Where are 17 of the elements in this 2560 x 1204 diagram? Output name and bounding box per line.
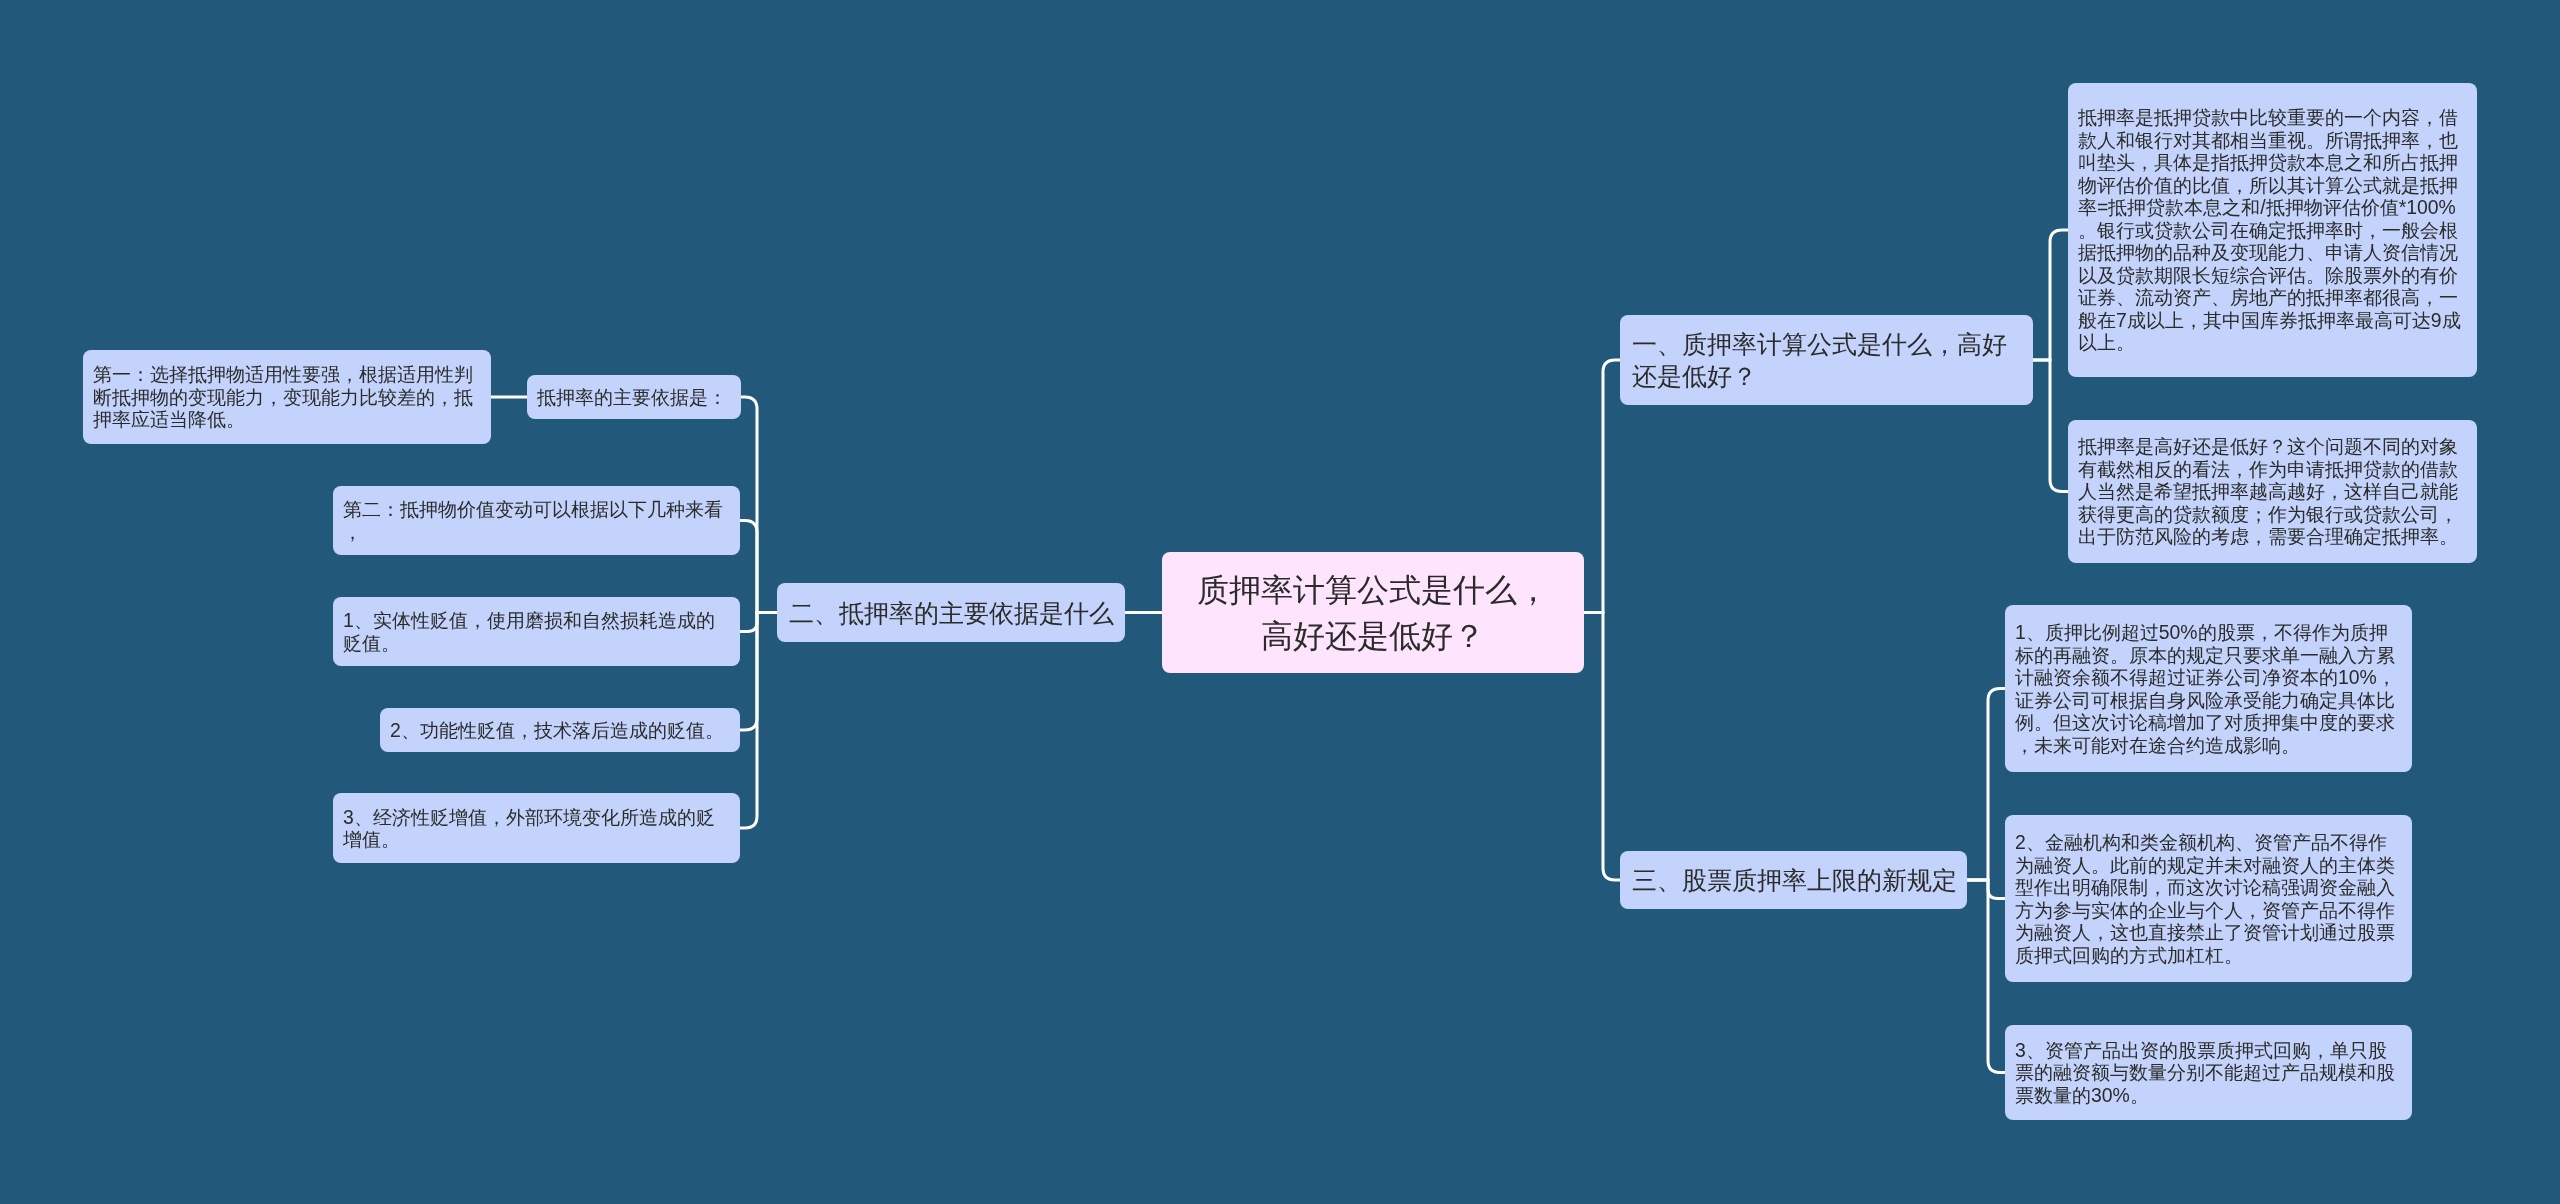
topic-box: 一、质押率计算公式是什么，高好还是低好？ [1620,315,2033,405]
note-box: 3、经济性贬增值，外部环境变化所造成的贬增值。 [333,793,740,863]
note-box: 3、资管产品出资的股票质押式回购，单只股票的融资额与数量分别不能超过产品规模和股票数量的30%。 [2005,1025,2412,1120]
topic-box: 三、股票质押率上限的新规定 [1620,851,1967,909]
note-box: 2、金融机构和类金额机构、资管产品不得作为融资人。此前的规定并未对融资人的主体类型作出明确限制，而这次讨论稿强调资金融入方为参与实体的企业与个人，资管产品不得作为融资人，这也直接禁止了资管计划通过股票质押式回购的方式加杠杠。 [2005,815,2412,982]
topic-box: 二、抵押率的主要依据是什么 [777,583,1125,642]
note-box: 抵押率的主要依据是： [527,375,741,419]
note-box: 1、质押比例超过50%的股票，不得作为质押标的再融资。原本的规定只要求单一融入方累计融资余额不得超过证券公司净资本的10%，证券公司可根据自身风险承受能力确定具体比例。但这次讨论稿增加了对质押集中度的要求，未来可能对在途合约造成影响。 [2005,605,2412,772]
note-box: 2、功能性贬值，技术落后造成的贬值。 [380,708,740,752]
note-box: 抵押率是高好还是低好？这个问题不同的对象有截然相反的看法，作为申请抵押贷款的借款人当然是希望抵押率越高越好，这样自己就能获得更高的贷款额度；作为银行或贷款公司，出于防范风险的考虑，需要合理确定抵押率。 [2068,420,2477,563]
connector-line [1125,611,1162,614]
note-box: 第一：选择抵押物适用性要强，根据适用性判断抵押物的变现能力，变现能力比较差的，抵押率应适当降低。 [83,350,491,444]
note-box: 第二：抵押物价值变动可以根据以下几种来看， [333,486,740,555]
connector-line [491,395,527,399]
central-topic-box: 质押率计算公式是什么，高好还是低好？ [1162,552,1584,673]
note-box: 1、实体性贬值，使用磨损和自然损耗造成的贬值。 [333,597,740,666]
note-box: 抵押率是抵押贷款中比较重要的一个内容，借款人和银行对其都相当重视。所谓抵押率，也叫垫头，具体是指抵押贷款本息之和所占抵押物评估价值的比值，所以其计算公式就是抵押率=抵押贷款本息之和/抵押物评估价值*100%。银行或贷款公司在确定抵押率时，一般会根据抵押物的品种及变现能力、申请人资信情况以及贷款期限长短综合评估。除股票外的有价证券、流动资产、房地产的抵押率都很高，一般在7成以上，其中国库券抵押率最高可达9成以上。 [2068,83,2477,377]
